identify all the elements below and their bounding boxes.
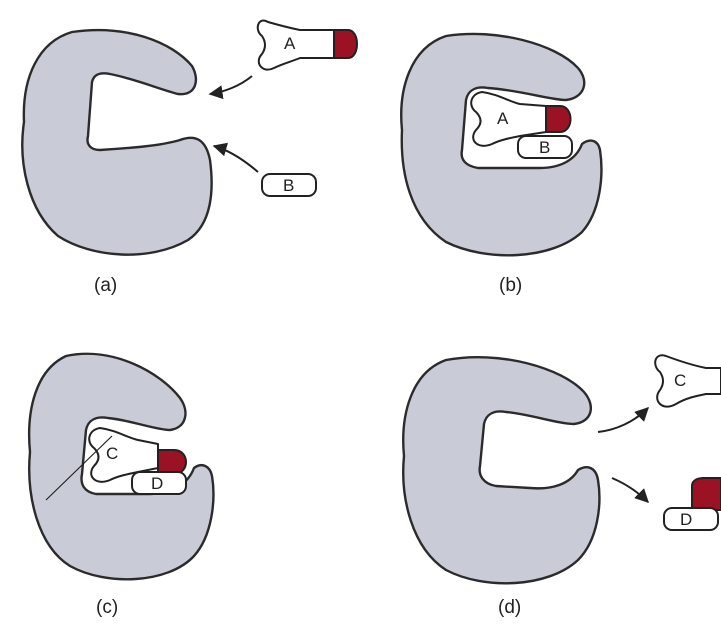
- enzyme-a: [22, 30, 211, 255]
- reactive-group: [334, 30, 357, 58]
- label-c: C: [674, 371, 686, 390]
- substrate-b-bound: B: [518, 136, 572, 158]
- label-d: D: [680, 510, 692, 529]
- substrate-a: A: [258, 21, 357, 70]
- arrow-d-out: [612, 478, 648, 502]
- product-d: D: [664, 478, 721, 530]
- label-d: D: [151, 474, 163, 493]
- arrow-b-in: [214, 146, 258, 172]
- caption-c: (c): [96, 597, 118, 618]
- reactive-group: [158, 450, 186, 474]
- label-a: A: [497, 109, 509, 128]
- arrow-a-in: [210, 76, 252, 94]
- arrow-c-out: [598, 408, 648, 432]
- reactive-group: [546, 106, 571, 132]
- panel-a: A B (a): [22, 21, 357, 296]
- panel-c: C D (c): [29, 354, 213, 618]
- caption-d: (d): [498, 597, 521, 618]
- reactive-group: [692, 478, 721, 510]
- label-c: C: [106, 444, 118, 463]
- caption-a: (a): [94, 275, 117, 296]
- panel-b: A B (b): [401, 34, 601, 296]
- caption-b: (b): [499, 275, 522, 296]
- product-c: C: [655, 355, 721, 406]
- label-b: B: [283, 176, 294, 195]
- enzyme-d: [403, 357, 599, 583]
- label-b: B: [539, 138, 550, 157]
- substrate-b: B: [262, 174, 316, 196]
- panel-d: C D (d): [403, 355, 721, 618]
- label-a: A: [284, 34, 296, 53]
- product-d-bound: D: [132, 472, 186, 494]
